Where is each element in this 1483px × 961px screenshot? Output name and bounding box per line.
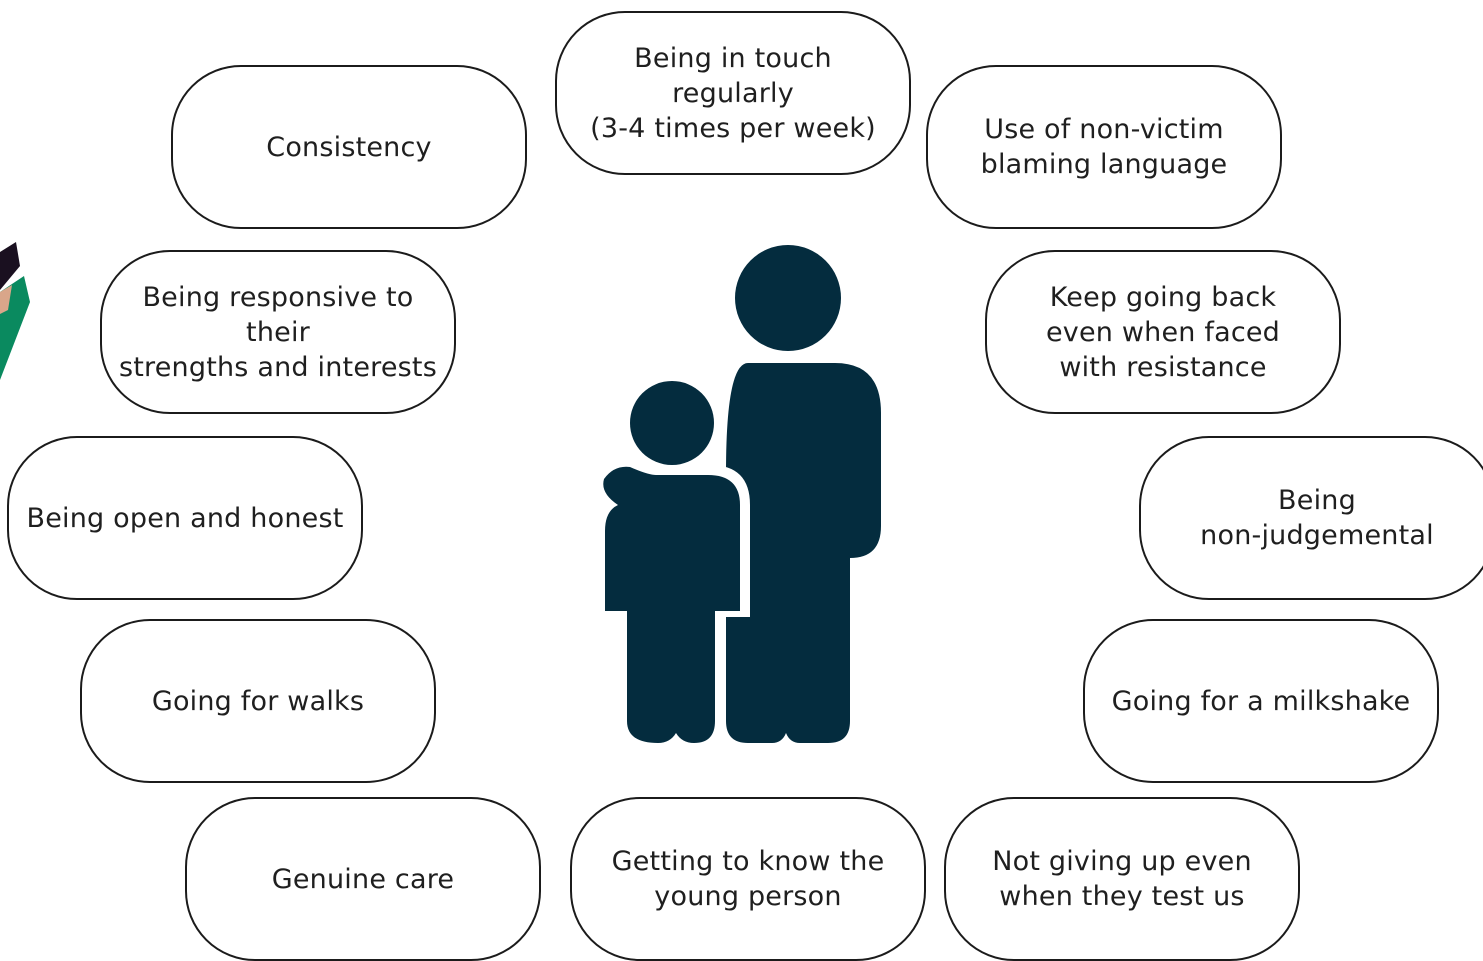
bubble-not-giving-up: Not giving up even when they test us [944,797,1300,961]
parent-and-child-icon [590,243,885,745]
bubble-going-for-walks: Going for walks [80,619,436,783]
bubble-consistency: Consistency [171,65,527,229]
bubble-getting-to-know: Getting to know the young person [570,797,926,961]
bubble-non-judgemental: Being non-judgemental [1139,436,1483,600]
bubble-keep-going-back: Keep going back even when faced with res… [985,250,1341,414]
partial-photo-graphic [0,230,34,380]
bubble-being-in-touch: Being in touch regularly (3-4 times per … [555,11,911,175]
bubble-open-and-honest: Being open and honest [7,436,363,600]
bubble-going-for-milkshake: Going for a milkshake [1083,619,1439,783]
bubble-non-victim-language: Use of non-victim blaming language [926,65,1282,229]
bubble-responsive: Being responsive to their strengths and … [100,250,456,414]
bubble-genuine-care: Genuine care [185,797,541,961]
